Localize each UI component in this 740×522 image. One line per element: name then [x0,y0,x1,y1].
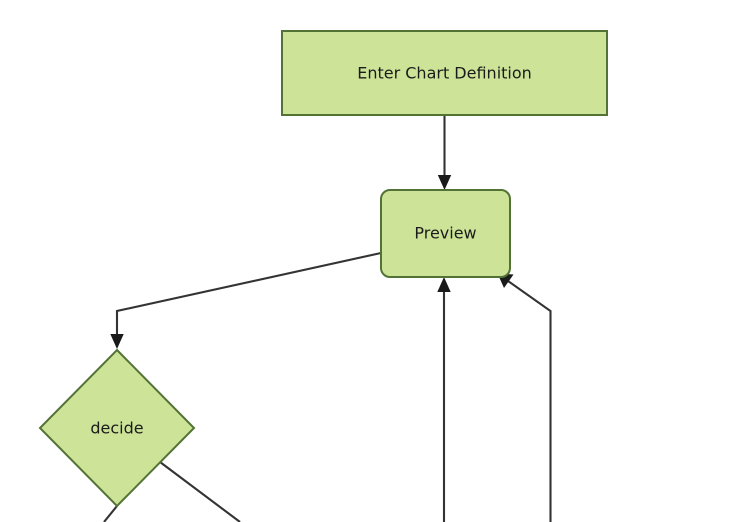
edge-preview-to-decide [110,251,382,349]
edge-enter-to-preview [437,115,452,190]
node-diamond[interactable] [38,348,196,508]
node-label-preview: Preview [414,224,476,243]
arrowhead-down-icon [437,175,452,190]
edge-line [159,461,241,522]
edge-decide-right-out [159,461,241,522]
edge-bottom-center-to-preview [437,277,451,522]
edge-line [507,280,552,522]
edge-decide-bottom-out [103,505,118,522]
node-label-enter-chart-definition: Enter Chart Definition [357,64,532,83]
arrowhead-up-icon [437,277,451,292]
node-decide[interactable]: decide [38,348,196,508]
edge-bottom-right-to-preview [497,273,552,522]
node-rectangle[interactable] [281,30,608,116]
edge-line [115,251,382,337]
node-rounded-rectangle[interactable] [380,189,511,278]
edge-line [103,505,118,522]
node-label-decide: decide [90,419,143,438]
node-enter-chart-definition[interactable]: Enter Chart Definition [281,30,608,116]
arrowhead-down-icon [110,334,124,349]
node-preview[interactable]: Preview [380,189,511,278]
